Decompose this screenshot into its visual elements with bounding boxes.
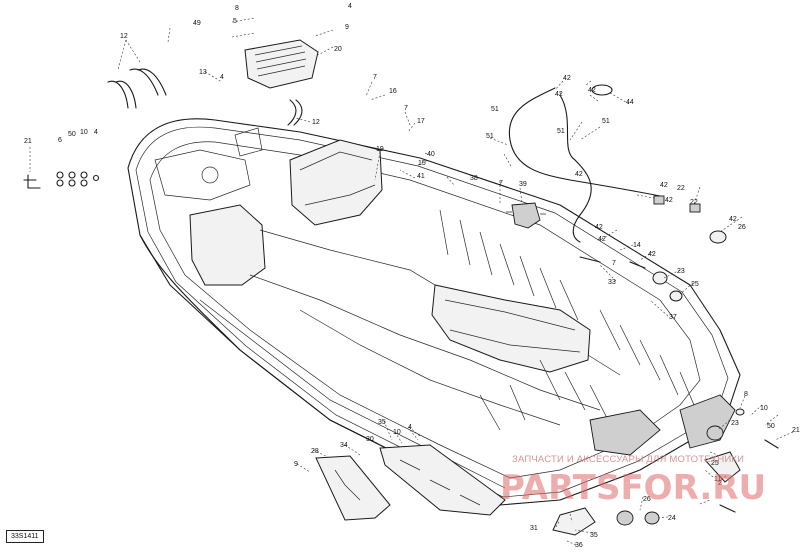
- callout-22a: 22: [677, 185, 685, 192]
- callout-11: 11: [714, 476, 721, 483]
- washer-stack-left: [56, 171, 100, 187]
- top-cover-part-20: [244, 39, 319, 89]
- callout-42c: 42: [588, 87, 596, 94]
- callout-9: 9: [345, 24, 349, 31]
- callout-42e: 42: [660, 182, 668, 189]
- callout-5: 5: [233, 18, 237, 25]
- callout-37: 37: [669, 314, 677, 321]
- diagram-code-label: 33S1411: [6, 530, 44, 543]
- leader-lines: [29, 17, 794, 546]
- callout-7c: 7: [499, 180, 503, 187]
- callout-40: 40: [427, 151, 435, 158]
- callout-7d: 7: [612, 260, 616, 267]
- drain-hose-part-51: [508, 87, 661, 243]
- callout-35a: 35: [378, 419, 386, 426]
- callout-6: 6: [58, 137, 62, 144]
- callout-14: 14: [633, 242, 641, 249]
- callout-42a: 42: [563, 75, 571, 82]
- callout-8b: 8: [744, 391, 748, 398]
- callout-34: 34: [340, 442, 348, 449]
- callout-50: 50: [68, 131, 76, 138]
- callout-42j: 42: [648, 251, 656, 258]
- callout-21: 21: [24, 138, 32, 145]
- watermark-logo: PARTSFOR.RU: [500, 468, 766, 506]
- callout-10b: 10: [760, 405, 768, 412]
- drain-plug-parts-bottom-right: [616, 408, 779, 526]
- callout-19: 19: [376, 146, 384, 153]
- callout-49: 49: [193, 20, 201, 27]
- callout-25b: 25: [711, 460, 719, 467]
- callout-33: 33: [608, 279, 616, 286]
- callout-17: 17: [417, 118, 425, 125]
- footrest-parts-bottom: [315, 444, 741, 536]
- callout-42f: 42: [665, 197, 673, 204]
- callout-26a: 26: [738, 224, 746, 231]
- callout-51d: 51: [557, 128, 565, 135]
- tube-part-12a: [107, 68, 167, 109]
- callout-51a: 51: [491, 106, 499, 113]
- strap-part-12b: [287, 99, 303, 126]
- callout-38: 38: [470, 175, 478, 182]
- callout-20: 20: [334, 46, 342, 53]
- callout-16: 16: [389, 88, 397, 95]
- callout-28: 28: [311, 448, 319, 455]
- callout-23a: 23: [677, 268, 685, 275]
- callout-41: 41: [417, 173, 425, 180]
- callout-13: 13: [199, 69, 207, 76]
- callout-10c: 10: [393, 429, 401, 436]
- callout-25: 25: [691, 281, 699, 288]
- callout-42i: 42: [598, 236, 606, 243]
- callout-12b: 12: [312, 119, 320, 126]
- callout-50b: 50: [767, 423, 775, 430]
- callout-15: 15: [418, 160, 426, 167]
- callout-9b: 9: [294, 461, 298, 468]
- callout-44: 44: [626, 99, 634, 106]
- callout-2: 2: [718, 480, 722, 487]
- callout-26b: 26: [643, 496, 651, 503]
- bracket-part-21: [23, 174, 41, 189]
- callout-51c: 51: [602, 118, 610, 125]
- callout-42h: 42: [595, 224, 603, 231]
- callout-22b: 22: [690, 199, 698, 206]
- callout-4: 4: [348, 3, 352, 10]
- callout-51b: 51: [486, 133, 494, 140]
- callout-10: 10: [80, 129, 88, 136]
- callout-4c: 4: [94, 129, 98, 136]
- callout-4b: 4: [220, 74, 224, 81]
- callout-23b: 23: [731, 420, 739, 427]
- callout-35b: 35: [590, 532, 598, 539]
- pump-part-39: [506, 202, 546, 229]
- callout-39: 39: [519, 181, 527, 188]
- callout-7b: 7: [404, 105, 408, 112]
- callout-labels: 49 8 5 4 9 20 12 13 4 7 16 12 7 17 40 15…: [24, 3, 800, 549]
- callout-24: 24: [668, 515, 676, 522]
- callout-30: 30: [366, 436, 374, 443]
- callout-8: 8: [235, 5, 239, 12]
- callout-36: 36: [575, 542, 583, 549]
- callout-7: 7: [373, 74, 377, 81]
- watermark-tagline: ЗАПЧАСТИ И АКСЕССУАРЫ ДЛЯ МОТОТЕХНИКИ: [512, 454, 745, 465]
- fitting-parts-right: [579, 195, 727, 302]
- callout-42g: 42: [729, 216, 737, 223]
- callout-31: 31: [530, 525, 538, 532]
- callout-12: 12: [120, 33, 128, 40]
- callout-4d: 4: [408, 424, 412, 431]
- clamp-part-44: [591, 84, 613, 96]
- svg-text:PARTSFOR.RU: PARTSFOR.RU: [500, 468, 766, 506]
- hull-body: [127, 118, 741, 506]
- callout-21b: 21: [792, 427, 800, 434]
- callout-42d: 42: [575, 171, 583, 178]
- callout-42b: 42: [555, 91, 563, 98]
